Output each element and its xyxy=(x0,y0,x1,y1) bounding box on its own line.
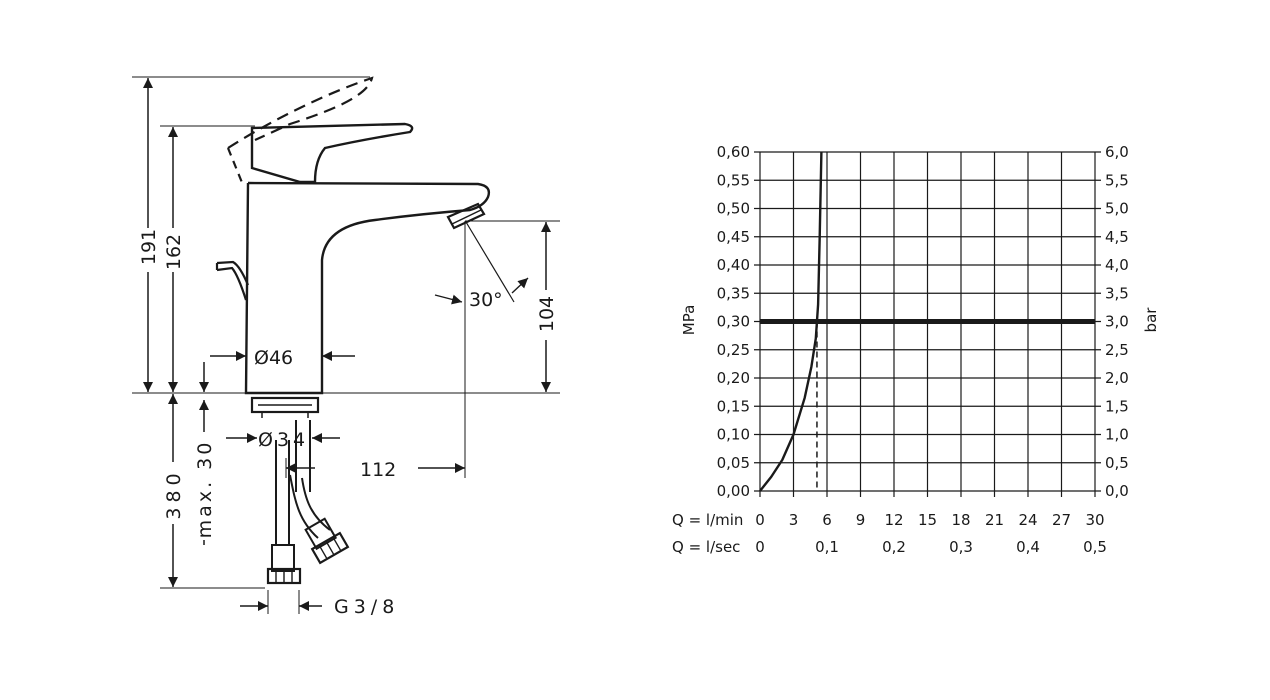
x-tick-label-lmin: 27 xyxy=(1052,511,1071,529)
aerator xyxy=(446,202,486,230)
y-tick-label-right: 4,5 xyxy=(1105,228,1129,246)
x-tick-label-lmin: 9 xyxy=(856,511,866,529)
x-tick-label-lsec: 0 xyxy=(755,538,765,556)
y-tick-label: 0,15 xyxy=(717,397,750,415)
x-tick-label-lsec: 0,1 xyxy=(815,538,839,556)
chart-grid xyxy=(754,151,1101,497)
hose-fitting-right xyxy=(304,517,350,565)
x-tick-label-lsec: 0,2 xyxy=(882,538,906,556)
y-tick-label: 0,25 xyxy=(717,341,750,359)
dim-body-diameter: Ø46 xyxy=(254,347,293,369)
x-tick-label-lsec: 0,3 xyxy=(949,538,973,556)
y-tick-label-right: 3,0 xyxy=(1105,313,1129,331)
x-tick-label-lmin: 24 xyxy=(1018,511,1037,529)
y-tick-label: 0,55 xyxy=(717,171,750,189)
x-tick-label-lmin: 6 xyxy=(822,511,832,529)
x-tick-label-lsec: 0,4 xyxy=(1016,538,1040,556)
dim-max-thickness: max. 30 xyxy=(194,440,216,539)
y-tick-label-right: 0,0 xyxy=(1105,482,1129,500)
y-tick-label: 0,50 xyxy=(717,200,750,218)
chart-series xyxy=(759,151,1095,492)
y-tick-label-right: 5,5 xyxy=(1105,171,1129,189)
y-tick-label: 0,35 xyxy=(717,284,750,302)
x-tick-label-lmin: 30 xyxy=(1085,511,1104,529)
dim-lever-height: 162 xyxy=(163,234,185,270)
y-tick-label: 0,45 xyxy=(717,228,750,246)
y-tick-label-right: 2,0 xyxy=(1105,369,1129,387)
x-tick-label-lmin: 3 xyxy=(789,511,799,529)
x-tick-label-lmin: 15 xyxy=(918,511,937,529)
y-tick-label: 0,10 xyxy=(717,426,750,444)
y-tick-label-right: 1,0 xyxy=(1105,426,1129,444)
y-tick-label: 0,40 xyxy=(717,256,750,274)
y-axis-label-right: bar xyxy=(1142,307,1160,333)
x-tick-label-lsec: 0,5 xyxy=(1083,538,1107,556)
hose-fitting-left xyxy=(271,544,295,572)
dim-hose-length: 380 xyxy=(163,468,185,519)
dim-spout-height: 104 xyxy=(536,296,558,332)
chart-ticks: 0,000,050,100,150,200,250,300,350,400,45… xyxy=(717,143,1129,556)
x-tick-label-lmin: 21 xyxy=(985,511,1004,529)
dim-shank-diameter: Ø34 xyxy=(258,429,309,451)
x-tick-label-lmin: 12 xyxy=(884,511,903,529)
y-tick-label-right: 0,5 xyxy=(1105,454,1129,472)
y-tick-label-right: 4,0 xyxy=(1105,256,1129,274)
y-tick-label-right: 1,5 xyxy=(1105,397,1129,415)
dim-spout-reach: 112 xyxy=(360,459,396,481)
x-row2-label: Q = l/sec xyxy=(672,538,740,556)
x-row1-label: Q = l/min xyxy=(672,511,743,529)
mounting-nut xyxy=(250,396,320,414)
supply-hose-left xyxy=(275,440,290,545)
dim-connection: G3/8 xyxy=(334,596,399,618)
x-tick-label-lmin: 0 xyxy=(755,511,765,529)
flow-pressure-chart: 0,000,050,100,150,200,250,300,350,400,45… xyxy=(672,143,1160,556)
y-tick-label: 0,20 xyxy=(717,369,750,387)
y-tick-label-right: 6,0 xyxy=(1105,143,1129,161)
x-tick-label-lmin: 18 xyxy=(951,511,970,529)
supply-hose-right xyxy=(295,420,311,492)
y-tick-label: 0,60 xyxy=(717,143,750,161)
y-tick-label-right: 3,5 xyxy=(1105,284,1129,302)
dimension-labels: 191 162 104 380 max. 30 Ø46 30° Ø34 112 … xyxy=(136,228,559,618)
spout-body xyxy=(244,181,491,395)
dim-spray-angle: 30° xyxy=(469,289,503,311)
lever-raised-outline xyxy=(227,76,374,149)
y-tick-label: 0,05 xyxy=(717,454,750,472)
lever-handle xyxy=(250,122,414,184)
y-tick-label: 0,00 xyxy=(717,482,750,500)
y-tick-label-right: 2,5 xyxy=(1105,341,1129,359)
flow-curve xyxy=(759,151,823,492)
y-tick-label-right: 5,0 xyxy=(1105,200,1129,218)
y-tick-label: 0,30 xyxy=(717,313,750,331)
y-axis-label-left: MPa xyxy=(680,305,698,336)
faucet-drawing xyxy=(132,76,560,614)
popup-rod xyxy=(216,260,250,301)
lever-pivot-dashed xyxy=(226,147,245,186)
dim-total-height: 191 xyxy=(138,229,160,265)
